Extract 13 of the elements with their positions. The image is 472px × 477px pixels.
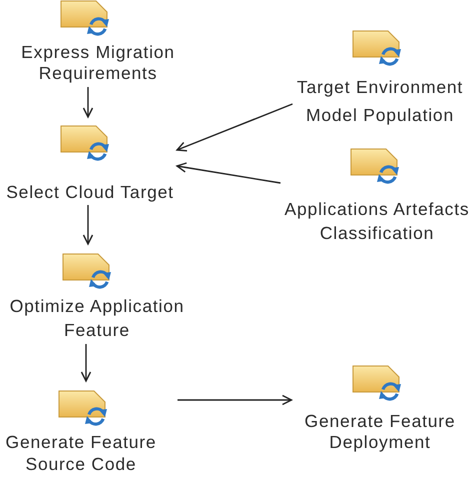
node-label: Select Cloud Target <box>5 181 175 203</box>
node-label: Optimize Application Feature <box>8 295 186 342</box>
arrow <box>82 87 94 118</box>
arrow <box>80 344 92 382</box>
node-label: Express Migration Requirements <box>20 42 176 84</box>
node-label: Target Environment Model Population <box>296 76 464 127</box>
node-label: Generate Feature Source Code <box>4 431 158 475</box>
node-label: Applications Artefacts Classification <box>284 198 470 245</box>
arrow <box>82 205 94 245</box>
arrow <box>176 162 281 184</box>
node-label: Generate Feature Deployment <box>304 410 456 452</box>
arrow <box>176 103 293 152</box>
arrow <box>178 394 292 406</box>
